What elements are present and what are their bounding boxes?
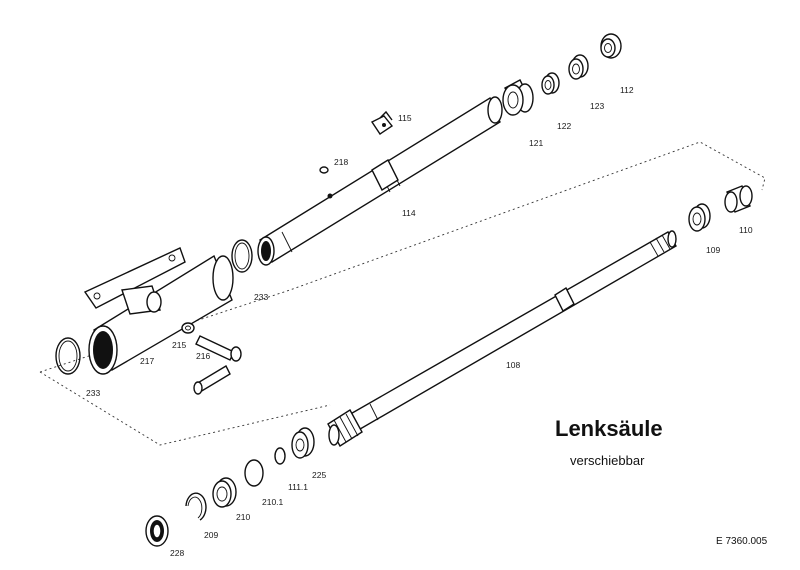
- label-228: 228: [170, 548, 184, 558]
- part-215-washer: [181, 322, 195, 334]
- label-209: 209: [204, 530, 218, 540]
- label-122: 122: [557, 121, 571, 131]
- diagram-subtitle: verschiebbar: [570, 453, 645, 468]
- drawing-code: E 7360.005: [716, 536, 768, 547]
- part-110-nut: [724, 185, 753, 213]
- label-210: 210: [236, 512, 250, 522]
- label-233-upper: 233: [254, 292, 268, 302]
- part-210-bearing: [212, 477, 237, 508]
- part-114-upper-tube: [257, 96, 503, 266]
- label-233-lower: 233: [86, 388, 100, 398]
- part-112-nut: [600, 33, 622, 59]
- part-225-bushing: [291, 427, 315, 459]
- label-121: 121: [529, 138, 543, 148]
- part-123-ring: [568, 54, 589, 80]
- label-123: 123: [590, 101, 604, 111]
- assembly-dashed-outline: [39, 141, 766, 446]
- label-110: 110: [739, 225, 753, 235]
- part-209-circlip: [185, 492, 207, 521]
- part-111-1-ring: [274, 447, 286, 465]
- label-112: 112: [620, 85, 634, 95]
- label-109: 109: [706, 245, 720, 255]
- part-121-bushing: [502, 79, 534, 116]
- part-109-bearing: [688, 203, 711, 232]
- label-210-1: 210.1: [262, 497, 284, 507]
- diagram-title: Lenksäule: [555, 416, 663, 441]
- label-218: 218: [334, 157, 348, 167]
- part-217-column-bracket: [83, 247, 234, 375]
- label-114: 114: [402, 208, 416, 218]
- label-215: 215: [172, 340, 186, 350]
- label-108: 108: [506, 360, 520, 370]
- part-216-clamp-lever: [193, 335, 242, 395]
- part-218-screw: [319, 166, 329, 174]
- label-225: 225: [312, 470, 326, 480]
- part-122-bearing: [541, 72, 560, 95]
- part-115-clip: [370, 110, 394, 135]
- label-217: 217: [140, 356, 154, 366]
- label-216: 216: [196, 351, 210, 361]
- part-108-steering-shaft: [327, 230, 677, 447]
- label-111-1: 111.1: [288, 482, 308, 492]
- part-233-lower-ring: [55, 337, 81, 375]
- label-115: 115: [398, 113, 412, 123]
- part-228-seal: [145, 515, 169, 547]
- part-210-1-ring: [244, 459, 264, 487]
- part-233-upper-ring: [231, 239, 253, 273]
